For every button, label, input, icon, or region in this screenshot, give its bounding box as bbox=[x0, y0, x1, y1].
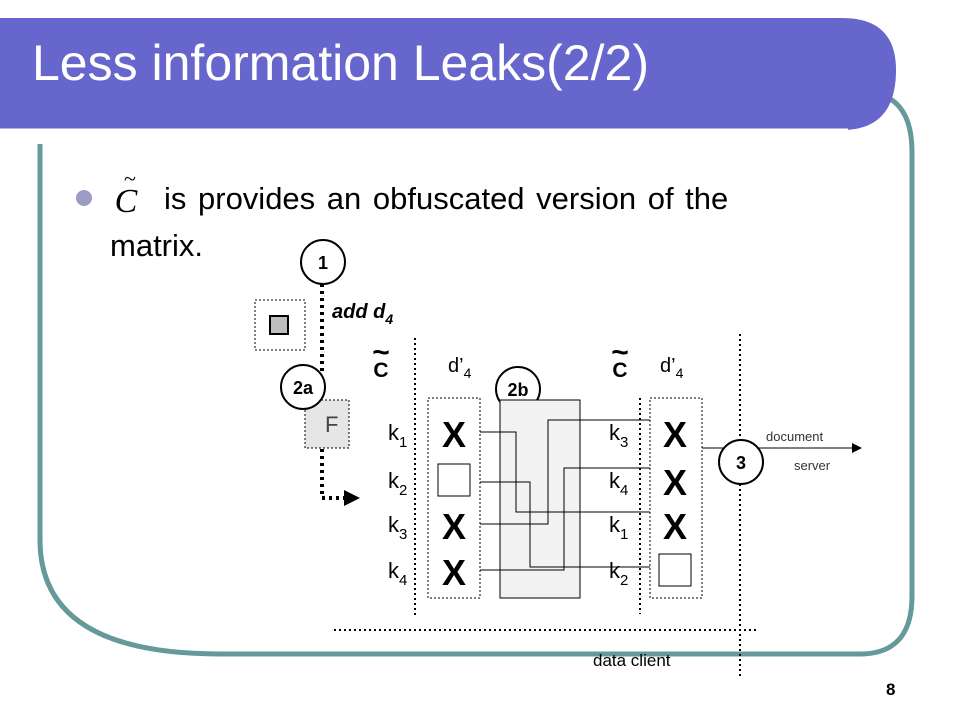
title-bar bbox=[0, 18, 896, 130]
right-row-label-2: k4 bbox=[609, 468, 628, 499]
right-matrix-symbol: C bbox=[612, 359, 627, 382]
step-2a-circle bbox=[280, 364, 326, 410]
add-label: add d4 bbox=[332, 301, 393, 327]
permutation-box bbox=[499, 399, 581, 599]
left-cell-mark-3: X bbox=[442, 506, 466, 547]
left-cell-mark-4: X bbox=[442, 552, 466, 593]
right-matrix-accent: ~ bbox=[611, 336, 629, 369]
left-row-label-1: k1 bbox=[388, 420, 407, 451]
right-cell-empty-4 bbox=[658, 553, 692, 587]
right-cell-mark-3: X bbox=[663, 506, 687, 547]
left-cell-empty-2 bbox=[437, 463, 471, 497]
left-column-frame bbox=[427, 397, 481, 599]
left-row-label-2: k2 bbox=[388, 468, 407, 499]
step-2b-label: 2b bbox=[507, 380, 528, 400]
server-link-arrow bbox=[852, 443, 862, 453]
slide-frame bbox=[37, 89, 915, 657]
step-3-circle bbox=[718, 439, 764, 485]
filter-label: F bbox=[325, 412, 338, 437]
data-client-label: data client bbox=[593, 651, 671, 670]
c-tilde-symbol: ~ C bbox=[115, 166, 138, 216]
bullet-dot bbox=[76, 190, 92, 206]
left-row-label-3: k3 bbox=[388, 512, 407, 543]
left-row-label-4: k4 bbox=[388, 558, 407, 589]
left-column-header: d’4 bbox=[448, 355, 472, 381]
right-cell-mark-1: X bbox=[663, 414, 687, 455]
bullet-text-line-2: matrix. bbox=[110, 228, 203, 263]
left-matrix-symbol: C bbox=[373, 359, 388, 382]
left-cell-mark-1: X bbox=[442, 414, 466, 455]
right-row-label-3: k1 bbox=[609, 512, 628, 543]
step-1-label: 1 bbox=[318, 253, 328, 273]
server-label-server: server bbox=[794, 458, 831, 473]
step-1-circle bbox=[300, 239, 346, 285]
step-3-label: 3 bbox=[736, 453, 746, 473]
right-cell-mark-2: X bbox=[663, 462, 687, 503]
c-tilde-letter: C bbox=[115, 183, 138, 216]
bullet-text-line-1: is provides an obfuscated version of the bbox=[164, 181, 729, 216]
right-column-header: d’4 bbox=[660, 355, 684, 381]
left-matrix-accent: ~ bbox=[372, 336, 390, 369]
step-2a-label: 2a bbox=[293, 378, 314, 398]
right-row-label-4: k2 bbox=[609, 558, 628, 589]
arrow-head bbox=[344, 490, 360, 506]
page-number: 8 bbox=[886, 680, 896, 699]
right-row-label-1: k3 bbox=[609, 420, 628, 451]
permutation-wires bbox=[480, 419, 650, 571]
filter-box bbox=[304, 399, 350, 449]
slide-title: Less information Leaks(2/2) bbox=[32, 35, 649, 91]
right-column-frame bbox=[649, 397, 703, 599]
c-tilde-accent: ~ bbox=[124, 166, 136, 191]
document-icon bbox=[269, 315, 289, 335]
server-label-document: document bbox=[766, 429, 823, 444]
